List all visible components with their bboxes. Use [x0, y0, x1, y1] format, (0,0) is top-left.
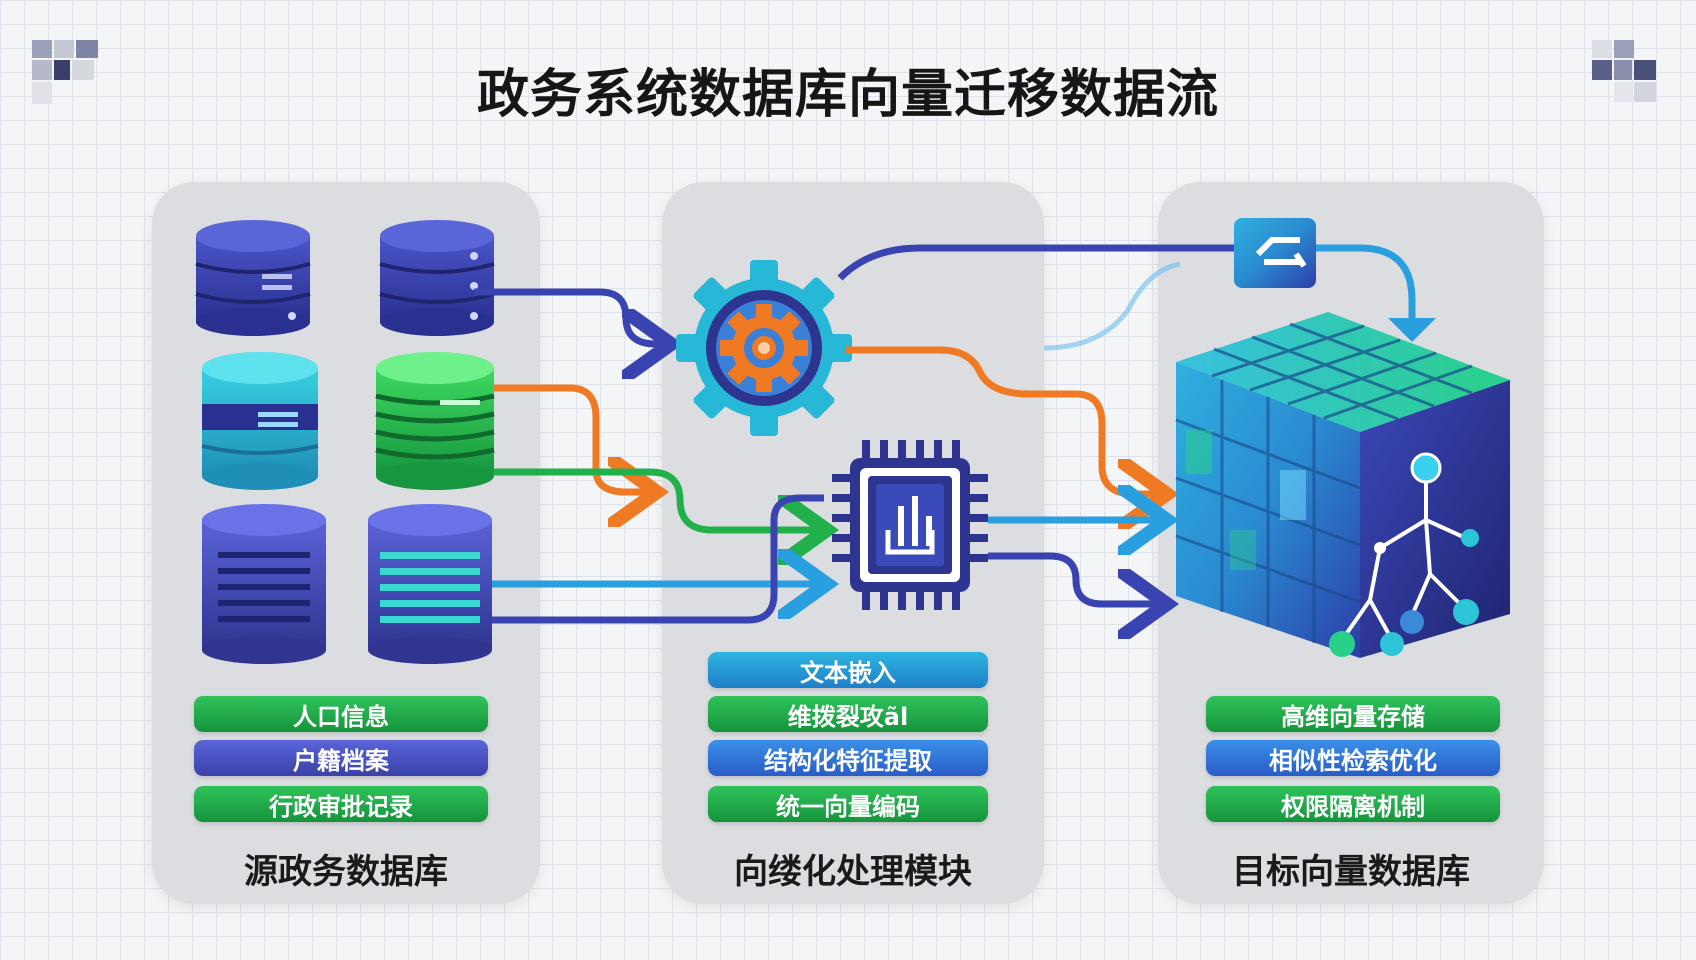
process-tag-text-embedding: 文本嵌入	[708, 652, 988, 688]
page-title: 政务系统数据库向量迁移数据流	[476, 65, 1219, 125]
arrowhead-down-icon	[1388, 318, 1436, 342]
flow-arrow-navy-1	[474, 288, 664, 344]
target-tag-similarity: 相似性检索优化	[1206, 740, 1500, 776]
corner-logo-right	[1592, 40, 1656, 102]
flow-arrow-orange-1	[494, 384, 650, 492]
process-tag-vector-encoding: 统一向量编码	[708, 786, 988, 822]
flow-arrow-orange-2	[846, 346, 1160, 494]
flow-arrow-navy-2	[492, 494, 824, 624]
source-caption: 源政务数据库	[244, 852, 448, 892]
gear-icon	[676, 260, 852, 436]
target-tag-storage: 高维向量存储	[1206, 696, 1500, 732]
flow-arrow-navy-top	[837, 244, 1236, 281]
database-icon-5	[202, 504, 326, 664]
flow-arrow-blue-top	[1310, 244, 1416, 318]
flow-arrow-navy-3	[988, 552, 1160, 604]
database-icon-4	[375, 352, 495, 490]
target-tag-permission: 权限隔离机制	[1206, 786, 1500, 822]
source-tag-population: 人口信息	[194, 696, 488, 732]
database-icon-2	[379, 220, 495, 336]
database-icon-6	[368, 504, 492, 664]
source-tag-approval: 行政审批记录	[194, 786, 488, 822]
database-icon-3	[201, 352, 319, 490]
process-caption: 向缕化处理模块	[734, 852, 972, 892]
target-caption: 目标向量数据库	[1232, 852, 1470, 892]
transfer-badge-icon	[1234, 218, 1316, 288]
flow-faint-link	[1043, 261, 1181, 351]
process-tag-2: 维拨裂攻ãl	[708, 696, 988, 732]
process-tag-feature-extraction: 结构化特征提取	[708, 740, 988, 776]
source-tag-household: 户籍档案	[194, 740, 488, 776]
flow-arrow-green-1	[494, 468, 820, 530]
vector-cube-icon	[1175, 312, 1510, 658]
chip-icon	[832, 440, 988, 610]
corner-logo-left	[32, 40, 98, 104]
database-icon-1	[195, 220, 311, 336]
